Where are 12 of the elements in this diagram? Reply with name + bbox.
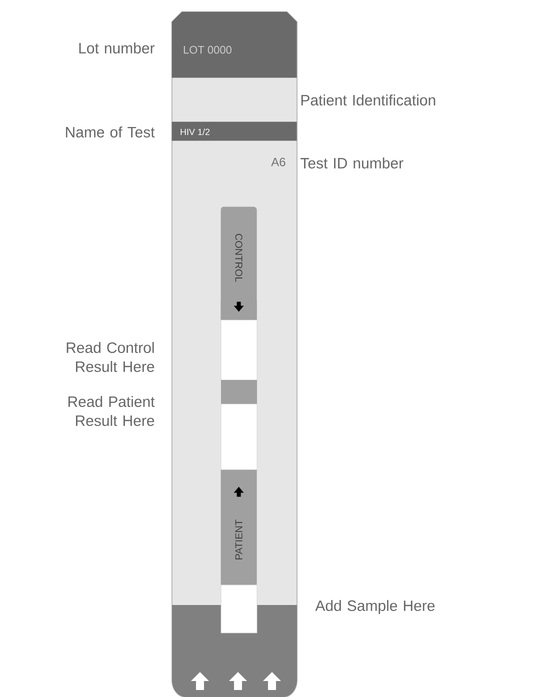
- side-label: Lot number: [79, 42, 155, 54]
- side-label: Read Control Result Here: [66, 342, 154, 372]
- lot-band: LOT 0000: [172, 12, 297, 78]
- side-label: Test ID number: [300, 158, 404, 168]
- patient-tab: PATIENT: [220, 470, 257, 585]
- side-label: Add Sample Here: [315, 600, 435, 614]
- side-label: Read Patient Result Here: [68, 396, 155, 426]
- side-label: Patient Identification: [301, 94, 436, 106]
- side-label: Name of Test: [66, 126, 155, 138]
- control-tab: CONTROL: [220, 206, 257, 320]
- test-name-band: HIV 1/2: [172, 122, 297, 141]
- test-id: A6: [271, 158, 286, 166]
